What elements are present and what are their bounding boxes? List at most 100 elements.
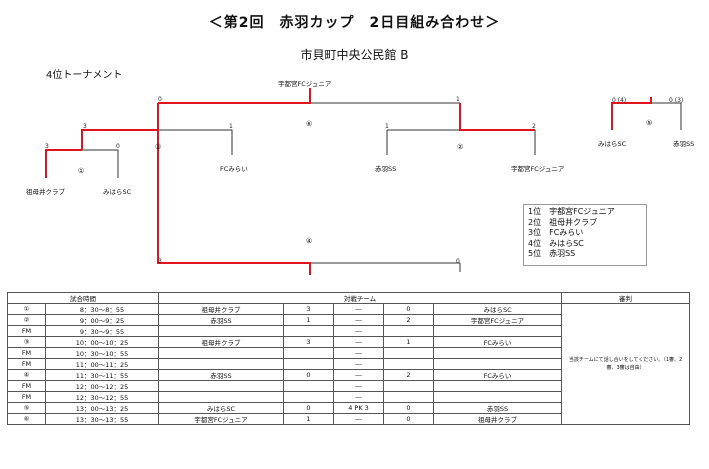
match-number: FM xyxy=(7,347,46,359)
score-b: 1 xyxy=(383,336,434,348)
rank-3: 3位 FCみらい xyxy=(528,228,584,237)
header-teams: 対戦チーム xyxy=(157,292,563,304)
rank-2: 2位 祖母井クラブ xyxy=(528,217,598,227)
rankings-box: 1位 宇都宮FCジュニア 2位 祖母井クラブ 3位 FCみらい 4位 みはらSC… xyxy=(523,204,647,266)
match-time: 12：30～12：55 xyxy=(45,391,159,403)
score-b: 0 xyxy=(383,303,434,315)
team-b: 祖母井クラブ xyxy=(432,413,563,425)
team-a xyxy=(158,358,284,370)
score-b: 2 xyxy=(383,369,434,381)
m3-right-score: 1 xyxy=(229,123,233,130)
team-a: 祖母井クラブ xyxy=(158,336,284,348)
separator: ― xyxy=(333,413,384,425)
team-b: みはらSC xyxy=(432,303,563,315)
team-a: 赤羽SS xyxy=(158,314,284,326)
team-a xyxy=(158,380,284,392)
m5-right-score: 0 (3) xyxy=(669,97,684,104)
final-top-team: 宇都宮FCジュニア xyxy=(278,80,332,88)
rank-5: 5位 赤羽SS xyxy=(528,249,576,258)
match-time: 9：30～9：55 xyxy=(45,325,159,337)
m5-right-line xyxy=(651,102,682,130)
score-a xyxy=(283,325,334,337)
team-b: FCみらい xyxy=(432,336,563,348)
separator: ― xyxy=(333,325,384,337)
match-6-label: ⑥ xyxy=(306,120,313,128)
team-fc-mirai: FCみらい xyxy=(220,165,248,173)
score-b: 0 xyxy=(383,413,434,425)
match-4-label: ④ xyxy=(306,237,313,245)
match-1-label: ① xyxy=(78,167,85,175)
rank-4: 4位 みはらSC xyxy=(528,238,584,248)
team-mihara: みはらSC xyxy=(103,188,132,196)
section-title: 4位トーナメント xyxy=(46,70,123,81)
m3-winner-line xyxy=(81,103,159,150)
separator: ― xyxy=(333,391,384,403)
separator: ― xyxy=(333,347,384,359)
score-b xyxy=(383,325,434,337)
separator: ― xyxy=(333,314,384,326)
m4-winner-line xyxy=(157,130,311,275)
team-a: 宇都宮FCジュニア xyxy=(158,413,284,425)
m5-winner-line xyxy=(611,97,652,130)
match-number: ⑥ xyxy=(7,413,46,425)
team-b: FCみらい xyxy=(432,369,563,381)
m2-left-score: 1 xyxy=(385,123,389,130)
bracket-lines xyxy=(45,88,682,275)
team-sobaei: 祖母井クラブ xyxy=(26,188,65,196)
score-a xyxy=(283,358,334,370)
m1-winner-line xyxy=(45,149,82,178)
separator: ― xyxy=(333,369,384,381)
match-2-label: ② xyxy=(457,143,464,151)
m1-right-score: 0 xyxy=(116,143,120,150)
referee-note: 当該チームにて話し合いをしてください。（1審、2審、3審は自由） xyxy=(561,303,691,425)
rank-1: 1位 宇都宮FCジュニア xyxy=(528,207,615,216)
final-right-score: 1 xyxy=(456,96,460,103)
header-time: 試合時間 xyxy=(7,292,159,304)
match-5-label: ⑤ xyxy=(646,119,653,127)
match-time: 9：00～9：25 xyxy=(45,314,159,326)
match-number: FM xyxy=(7,391,46,403)
m4-left-score: 3 xyxy=(158,258,162,265)
score-a: 0 xyxy=(283,369,334,381)
match-number: ⑤ xyxy=(7,402,46,414)
match-number: FM xyxy=(7,380,46,392)
header-referee: 審判 xyxy=(561,292,691,304)
team-a: 祖母井クラブ xyxy=(158,303,284,315)
match-time: 12：00～12：25 xyxy=(45,380,159,392)
team-akabane: 赤羽SS xyxy=(375,165,397,173)
match-time: 10：00～10：25 xyxy=(45,336,159,348)
team-a xyxy=(158,347,284,359)
team-b: 宇都宮FCジュニア xyxy=(432,314,563,326)
score-b xyxy=(383,380,434,392)
team-b xyxy=(432,391,563,403)
match-number: ④ xyxy=(7,369,46,381)
final-winner-line xyxy=(158,88,311,104)
score-a: 1 xyxy=(283,314,334,326)
team-b xyxy=(432,380,563,392)
m1-right-line xyxy=(82,149,119,178)
match-time: 13：00～13：25 xyxy=(45,402,159,414)
team-b xyxy=(432,358,563,370)
match-number: ② xyxy=(7,314,46,326)
m2-right-score: 2 xyxy=(532,123,536,130)
score-b xyxy=(383,391,434,403)
match-time: 13：30～13：55 xyxy=(45,413,159,425)
mini-team-mihara: みはらSC xyxy=(598,140,627,148)
venue: 市貝町中央公民館 B xyxy=(300,48,409,62)
match-time: 8：30～8：55 xyxy=(45,303,159,315)
final-left-score: 0 xyxy=(158,96,162,103)
page-title: ＜第2回 赤羽カップ 2日目組み合わせ＞ xyxy=(208,15,501,31)
m2-winner-line xyxy=(459,103,535,131)
match-number: ③ xyxy=(7,336,46,348)
team-a: みはらSC xyxy=(158,402,284,414)
match-time: 11：00～11：25 xyxy=(45,358,159,370)
team-a: 赤羽SS xyxy=(158,369,284,381)
separator: ― xyxy=(333,380,384,392)
m4-right-score: 0 xyxy=(456,258,460,265)
mini-team-akabane: 赤羽SS xyxy=(673,140,695,148)
score-a: 1 xyxy=(283,413,334,425)
m5-left-score: 0 (4) xyxy=(612,97,627,104)
